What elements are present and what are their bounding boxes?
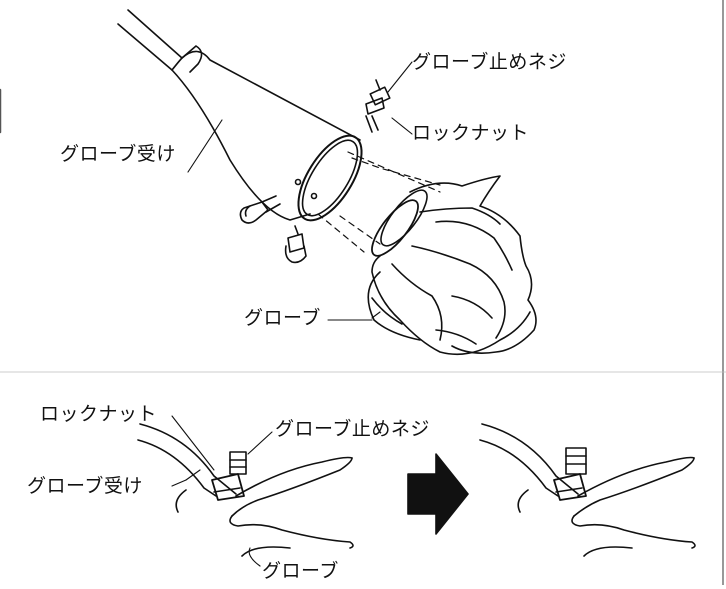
- pendant-pipe: [118, 10, 202, 72]
- label-globe-screw-bottom: グローブ止めネジ: [275, 418, 430, 440]
- label-locknut-top: ロックナット: [412, 122, 530, 144]
- guide-lines: [318, 152, 440, 252]
- side-screw-1: [240, 196, 280, 223]
- label-globe-screw-top: グローブ止めネジ: [412, 51, 567, 73]
- top-screw: [366, 80, 390, 132]
- detail-left: [138, 424, 353, 556]
- label-globe-top: グローブ: [244, 307, 321, 329]
- label-globe-receiver-top: グローブ受け: [60, 143, 176, 165]
- detail-right: [480, 424, 695, 556]
- globe-shade: [365, 176, 536, 354]
- transition-arrow: [408, 454, 468, 534]
- label-locknut-bottom: ロックナット: [40, 403, 158, 425]
- leader-lines-bottom: [172, 416, 272, 566]
- globe-holder: [172, 51, 374, 230]
- label-globe-receiver-bottom: グローブ受け: [27, 475, 143, 497]
- side-screw-2: [286, 226, 306, 262]
- label-globe-bottom: グローブ: [262, 560, 339, 582]
- leader-lines-top: [188, 62, 412, 320]
